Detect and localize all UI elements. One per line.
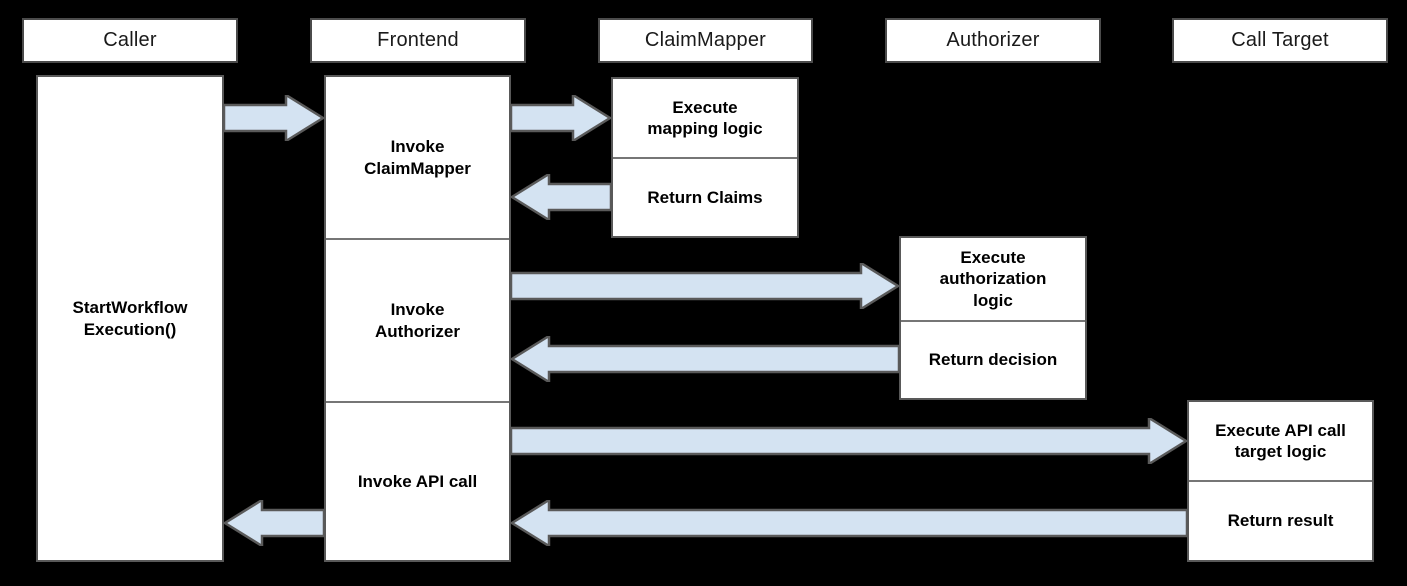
message-arrow-frontend-to-caller[interactable] bbox=[224, 500, 324, 546]
lifeline-header-claimmapper-label: ClaimMapper bbox=[644, 29, 767, 51]
lifeline-header-calltarget-label: Call Target bbox=[1231, 29, 1329, 51]
lifeline-header-authorizer[interactable]: Authorizer bbox=[885, 18, 1101, 63]
lifeline-header-claimmapper[interactable]: ClaimMapper bbox=[598, 18, 813, 63]
message-arrow-authorizer-to-frontend[interactable] bbox=[511, 336, 899, 382]
message-arrow-calltarget-to-frontend[interactable] bbox=[511, 500, 1187, 546]
lifeline-header-caller-label: Caller bbox=[103, 29, 157, 51]
message-arrow-frontend-to-claimmapper[interactable] bbox=[511, 95, 611, 141]
message-arrow-frontend-to-calltarget[interactable] bbox=[511, 418, 1187, 464]
activation-claimmapper-segment-return-claims: Return Claims bbox=[613, 157, 797, 236]
message-arrow-claimmapper-to-frontend[interactable] bbox=[511, 174, 611, 220]
lifeline-header-frontend[interactable]: Frontend bbox=[310, 18, 526, 63]
lifeline-header-authorizer-label: Authorizer bbox=[946, 29, 1040, 51]
activation-calltarget-segment-return-result: Return result bbox=[1189, 480, 1372, 560]
activation-frontend-segment-invoke-api-call: Invoke API call bbox=[326, 401, 509, 560]
activation-authorizer-segment-return-decision: Return decision bbox=[901, 320, 1085, 398]
lifeline-header-calltarget[interactable]: Call Target bbox=[1172, 18, 1388, 63]
message-arrow-caller-to-frontend[interactable] bbox=[224, 95, 324, 141]
message-arrow-frontend-to-authorizer[interactable] bbox=[511, 263, 899, 309]
lifeline-header-caller[interactable]: Caller bbox=[22, 18, 238, 63]
lifeline-header-frontend-label: Frontend bbox=[377, 29, 459, 51]
